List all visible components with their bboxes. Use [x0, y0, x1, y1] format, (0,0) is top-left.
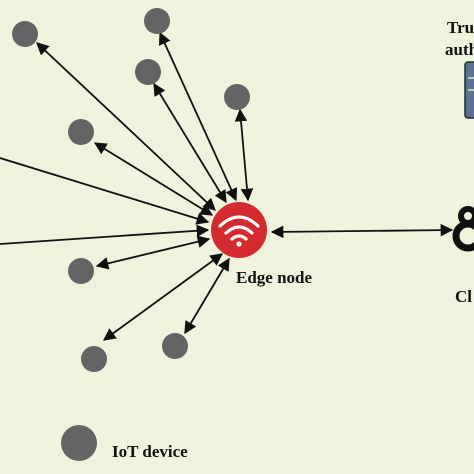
cloud-icon [452, 206, 474, 252]
wifi-icon [218, 215, 260, 241]
link-top-center [158, 31, 238, 202]
trusted-authority-label-line2: auth [445, 40, 474, 59]
link-bottom-left [102, 253, 224, 341]
link-lower-left [95, 235, 211, 270]
edge-node [211, 202, 267, 258]
iot-device-node [81, 346, 107, 372]
iot-device-node [144, 8, 170, 34]
cloud-label: Cl [455, 287, 472, 306]
iot-device-node [12, 21, 38, 47]
iot-device-legend-label: IoT device [112, 442, 188, 461]
link-edge-cloud [270, 223, 454, 239]
iot-device-legend-icon [61, 425, 97, 461]
link-right-top [234, 108, 254, 202]
link-upper-left [93, 142, 214, 216]
trusted-authority-label-line1: Tru [447, 18, 474, 37]
iot-device-node [162, 333, 188, 359]
link-mid-top [153, 82, 227, 204]
link-bottom-right [184, 257, 230, 335]
server-icon [464, 61, 474, 119]
link-left-upper [0, 157, 210, 225]
link-top-left [36, 42, 216, 211]
link-left-lower [0, 224, 210, 245]
iot-device-node [135, 59, 161, 85]
edge-node-label: Edge node [236, 268, 313, 287]
iot-device-node [224, 84, 250, 110]
iot-device-node [68, 258, 94, 284]
iot-device-node [68, 119, 94, 145]
iot-links [0, 31, 454, 341]
iot-devices [12, 8, 250, 461]
